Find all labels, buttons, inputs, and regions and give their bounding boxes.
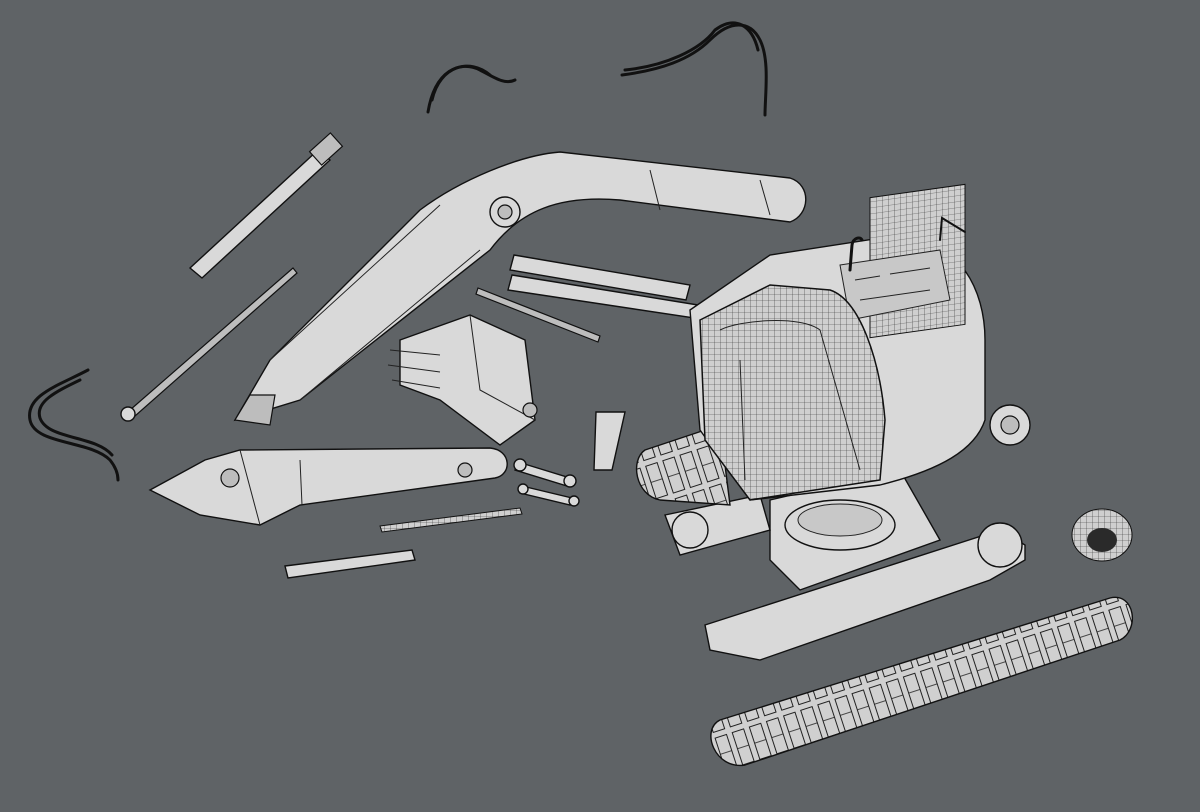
track-upper: [635, 424, 731, 506]
idler-wheel: [989, 404, 1031, 446]
hydraulic-cylinder-left: [188, 132, 344, 279]
piston-rod: [120, 267, 298, 422]
excavator-boom: [233, 151, 807, 426]
excavator-bucket: [387, 314, 538, 446]
drive-sprocket: [1071, 508, 1133, 562]
excavator-arm: [148, 447, 508, 526]
boom-cylinders: [475, 254, 699, 343]
exhaust-pipe: [848, 236, 864, 272]
hydraulic-line: [379, 507, 523, 533]
antenna: [939, 216, 966, 241]
link-pins: [513, 411, 626, 507]
operator-cab: [699, 284, 886, 501]
track-lower: [710, 596, 1134, 766]
hydraulic-hoses: [28, 21, 768, 482]
small-cylinder: [284, 549, 416, 579]
